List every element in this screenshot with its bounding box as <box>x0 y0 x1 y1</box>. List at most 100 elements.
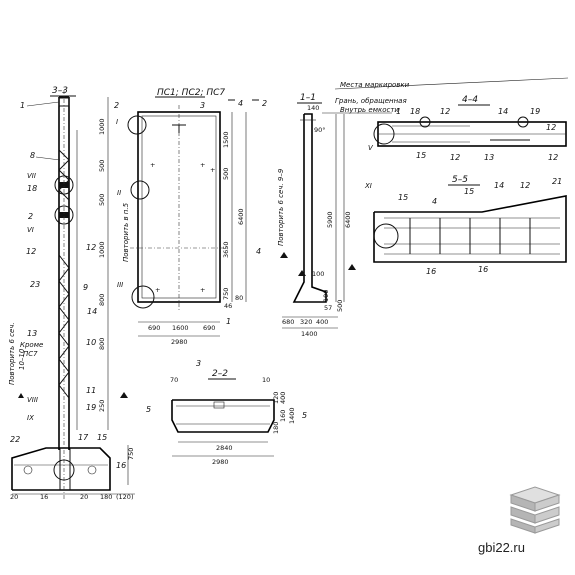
cut-label-2-top: 2 <box>114 101 119 110</box>
callout-44-12b: 12 <box>546 123 556 132</box>
note-inside-tank: Внутрь емкости <box>340 106 399 114</box>
callout-44-1: 1 <box>396 107 401 116</box>
callout-19: 19 <box>86 403 96 412</box>
section-2-2-outline <box>171 399 275 433</box>
dim-750-panel: 750 <box>222 288 230 300</box>
roman-ii: II <box>117 189 121 197</box>
roman-vi: VI <box>27 226 34 234</box>
dim-80: 80 <box>235 294 243 302</box>
panel-elevation: ПС1; ПС2; ПС7 + + + + + I II III Повтори… <box>114 88 288 346</box>
dim-500-b: 500 <box>98 194 106 206</box>
callout-12-right: 12 <box>86 243 96 252</box>
dim-20-left: 20 <box>10 493 18 501</box>
dim-2840: 2840 <box>216 444 233 452</box>
callout-18: 18 <box>27 184 37 193</box>
roman-viii: VIII <box>27 396 38 404</box>
section-4-4: Места маркировки Грань, обращенная Внутр… <box>322 77 569 162</box>
site-watermark[interactable]: gbi22.ru <box>478 540 525 555</box>
dim-1000-top: 1000 <box>98 118 106 135</box>
roman-i: I <box>116 118 118 126</box>
dim-320: 320 <box>300 318 312 326</box>
svg-text:+: + <box>200 286 205 294</box>
note-repeat-section: 10–10 <box>18 348 26 370</box>
callout-44-12d: 12 <box>548 153 558 162</box>
note-repeat-9-9: Повторить 6 сеч. 9–9 <box>277 168 285 246</box>
callout-15: 15 <box>97 433 107 442</box>
dim-3650: 3650 <box>222 241 230 258</box>
note-except: Кроме <box>20 341 43 349</box>
dim-1600: 1600 <box>172 324 189 332</box>
callout-23: 23 <box>30 280 40 289</box>
roman-v: V <box>368 144 374 152</box>
dim-400-section: 400 <box>279 392 287 404</box>
section-1-1-title: 1–1 <box>300 93 316 103</box>
dim-750: 750 <box>127 448 135 460</box>
note-marking-places: Места маркировки <box>340 81 410 89</box>
callout-13: 13 <box>27 329 37 338</box>
dim-500-panel: 500 <box>222 168 230 180</box>
callout-55-15a: 15 <box>398 193 408 202</box>
callout-1: 1 <box>20 101 25 110</box>
dim-500-section: 500 <box>336 300 344 312</box>
dim-180-section: 180 <box>272 422 280 434</box>
callout-55-14: 14 <box>494 181 504 190</box>
dim-90deg: 90° <box>314 126 326 134</box>
dim-6400-section: 6400 <box>344 211 352 228</box>
dim-800-a: 800 <box>98 294 106 306</box>
cut-label-4: 4 <box>238 99 243 108</box>
brand-logo <box>509 486 561 534</box>
section-4-4-title: 4–4 <box>462 95 478 105</box>
callout-14: 14 <box>87 307 97 316</box>
svg-text:+: + <box>150 161 155 169</box>
dim-690-right: 690 <box>203 324 215 332</box>
dim-120-section: 120 <box>272 392 280 404</box>
cut-label-4-lower: 4 <box>256 247 261 256</box>
detail-circle-vii <box>54 175 74 195</box>
callout-55-15b: 15 <box>464 187 474 196</box>
roman-vii: VII <box>27 172 36 180</box>
callout-22: 22 <box>10 435 20 444</box>
dim-16: 16 <box>40 493 48 501</box>
callout-17: 17 <box>78 433 89 442</box>
note-facing-edge: Грань, обращенная <box>335 97 407 105</box>
dim-140: 140 <box>307 104 319 112</box>
callout-44-13: 13 <box>484 153 494 162</box>
svg-text:+: + <box>210 166 215 174</box>
section-1-1: 1–1 140 90° 5900 6400 Повторить 6 сеч. 9… <box>277 93 374 338</box>
dim-2980-section: 2980 <box>212 458 229 466</box>
cut-label-3-lower: 3 <box>196 359 201 368</box>
dim-180: 180 <box>100 493 112 501</box>
callout-44-14: 14 <box>498 107 508 116</box>
dim-6400-panel: 6400 <box>237 208 245 225</box>
section-5-5-outline <box>373 195 567 263</box>
callout-44-19: 19 <box>530 107 540 116</box>
dim-800-b: 800 <box>98 338 106 350</box>
dim-680: 680 <box>282 318 294 326</box>
dim-20-right: 20 <box>80 493 88 501</box>
callout-8: 8 <box>30 151 35 160</box>
dim-46: 46 <box>224 302 232 310</box>
cut-label-2b: 2 <box>262 99 267 108</box>
cut-label-1: 1 <box>226 317 231 326</box>
panel-variants-title: ПС1; ПС2; ПС7 <box>157 88 225 98</box>
note-except-ps7: ПС7 <box>23 350 38 358</box>
callout-44-18: 18 <box>410 107 420 116</box>
cut-label-5-left: 5 <box>146 405 151 414</box>
cut-label-5-right: 5 <box>302 411 307 420</box>
svg-text:+: + <box>200 161 205 169</box>
dim-500-a: 500 <box>98 160 106 172</box>
callout-44-12c: 12 <box>450 153 460 162</box>
roman-ix: IX <box>27 414 34 422</box>
dim-70: 70 <box>170 376 178 384</box>
section-2-2: 3 2–2 70 10 2840 2980 180 160 400 1400 1… <box>120 359 307 466</box>
callout-9: 9 <box>83 283 88 292</box>
section-5-5: 5–5 XI 15 4 15 14 12 21 16 16 <box>364 175 567 276</box>
dim-120: (120) <box>116 493 133 501</box>
callout-16: 16 <box>116 461 126 470</box>
note-repeat-10-10: Повторить 6 сеч. <box>8 322 16 385</box>
callout-44-12a: 12 <box>440 107 450 116</box>
callout-55-4: 4 <box>432 197 437 206</box>
dim-400: 400 <box>316 318 328 326</box>
note-repeat-panel: Повторить в п.5 <box>122 202 130 262</box>
